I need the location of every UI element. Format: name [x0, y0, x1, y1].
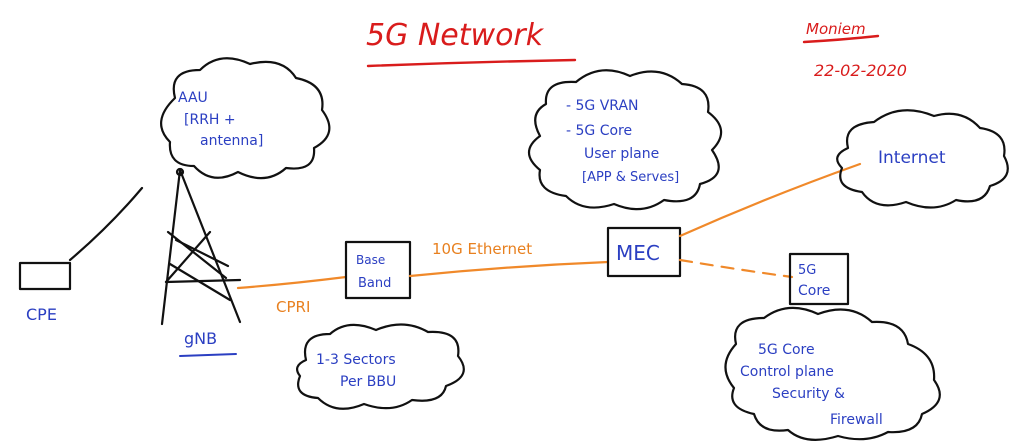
author-underline — [802, 34, 880, 44]
aau-text-2: [RRH + — [184, 112, 236, 128]
cpe-device — [18, 261, 72, 291]
gnb-underline — [179, 353, 237, 357]
mec-box — [606, 226, 682, 278]
mec-services-text-2: - 5G Core — [566, 123, 632, 139]
core-box — [788, 252, 850, 306]
control-plane-text-3: Security & — [772, 386, 845, 402]
diagram-date: 22-02-2020 — [814, 61, 907, 80]
control-plane-text-1: 5G Core — [758, 342, 815, 358]
core-link — [678, 258, 794, 279]
sectors-cloud — [296, 323, 465, 410]
author-name: Moniem — [806, 20, 866, 38]
gnb-tower — [160, 167, 242, 326]
aau-cloud — [160, 57, 331, 180]
core-label-1: 5G — [798, 263, 816, 278]
mec-services-text-3: User plane — [584, 146, 659, 162]
cpe-label: CPE — [26, 305, 57, 324]
cpri-link — [236, 275, 348, 290]
wireless-link — [68, 186, 144, 262]
baseband-label-1: Base — [356, 253, 385, 267]
baseband-label-2: Band — [358, 276, 391, 291]
baseband-unit — [344, 240, 412, 300]
gnb-label: gNB — [184, 329, 217, 348]
internet-label: Internet — [878, 148, 946, 168]
aau-text-1: AAU — [178, 90, 208, 106]
control-plane-cloud — [724, 306, 941, 441]
control-plane-text-2: Control plane — [740, 364, 834, 380]
mec-label: MEC — [616, 241, 660, 265]
aau-text-3: antenna] — [200, 133, 263, 149]
mec-services-cloud — [527, 69, 723, 211]
sectors-text-1: 1-3 Sectors — [316, 352, 396, 368]
sectors-text-2: Per BBU — [340, 374, 396, 390]
ethernet-label: 10G Ethernet — [432, 240, 532, 258]
internet-cloud — [836, 109, 1009, 209]
core-label-2: Core — [798, 283, 830, 299]
diagram-title: 5G Network — [366, 18, 545, 53]
mec-services-text-1: - 5G VRAN — [566, 98, 639, 114]
ethernet-link — [408, 260, 610, 278]
internet-link — [678, 162, 862, 238]
mec-services-text-4: [APP & Serves] — [582, 170, 679, 185]
title-underline — [366, 58, 577, 68]
cpri-label: CPRI — [276, 298, 310, 316]
control-plane-text-4: Firewall — [830, 412, 883, 428]
